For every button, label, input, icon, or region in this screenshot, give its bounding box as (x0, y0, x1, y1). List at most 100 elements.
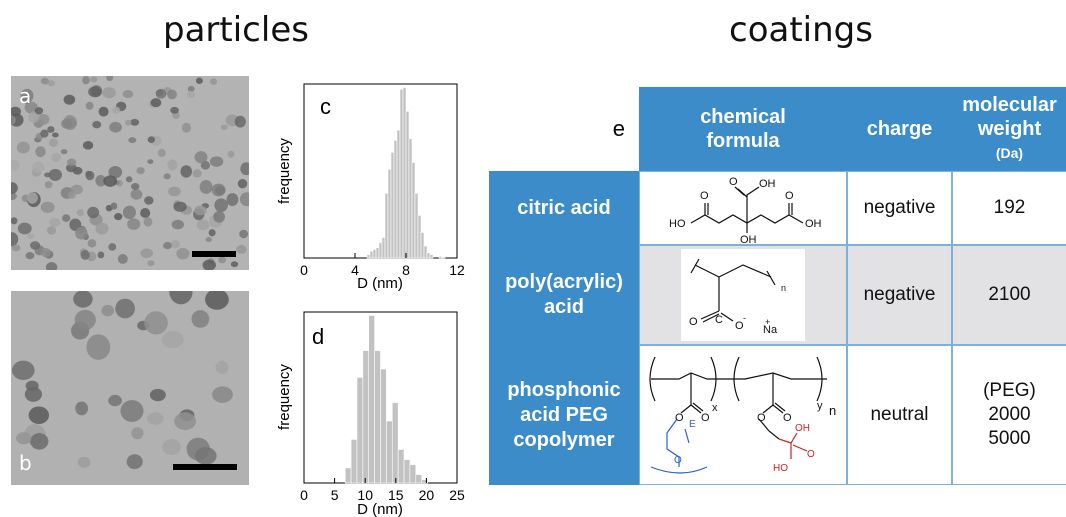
histogram-tick-label: 20 (419, 487, 435, 503)
nanoparticle (101, 305, 115, 317)
nanoparticle (199, 180, 213, 194)
nanoparticle (95, 222, 109, 235)
nanoparticle (112, 106, 121, 115)
nanoparticle (215, 360, 229, 374)
peg-label-y: y (817, 400, 823, 412)
nanoparticle (128, 137, 137, 144)
histogram-bar (374, 350, 381, 484)
nanoparticle (28, 111, 40, 124)
nanoparticle (17, 222, 32, 235)
nanoparticle (11, 115, 16, 125)
nanoparticle (239, 229, 249, 239)
nanoparticle (49, 218, 61, 227)
nanoparticle (227, 150, 235, 158)
nanoparticle (127, 218, 141, 230)
citric-label-o3: O (729, 176, 738, 188)
nanoparticle (218, 256, 226, 264)
histogram-tick-label: 10 (357, 487, 373, 503)
nanoparticle (234, 115, 246, 128)
nanoparticle (48, 138, 59, 147)
histogram-bar (396, 129, 401, 259)
nanoparticle (110, 202, 118, 210)
nanoparticle (167, 159, 178, 171)
scale-bar-b (173, 464, 237, 470)
nanoparticle (236, 244, 247, 254)
nanoparticle (20, 88, 34, 103)
nanoparticle (125, 119, 132, 126)
paa-label-plus: + (765, 317, 770, 327)
header-mw-label: molecular weight (962, 94, 1057, 140)
nanoparticle (86, 334, 111, 360)
mw-phosphonic-acid-peg: (PEG) 2000 5000 (952, 345, 1066, 485)
nanoparticle (212, 386, 233, 403)
nanoparticle (176, 247, 190, 260)
histogram-bar (441, 256, 446, 259)
nanoparticle (171, 219, 184, 230)
nanoparticle (144, 196, 154, 205)
peg-label-ho: HO (773, 463, 788, 474)
nanoparticle (226, 193, 239, 207)
nanoparticle (11, 182, 18, 194)
peg-copolymer-structure: x y n O O O O E O OH O HO (649, 356, 836, 474)
histogram-bar (380, 368, 387, 484)
coatings-heading: coatings (729, 10, 873, 50)
peg-label-e: E (689, 419, 696, 430)
citric-acid-structure: HO O O OH OH O OH (669, 176, 822, 243)
nanoparticle (122, 205, 136, 220)
nanoparticle (169, 291, 193, 305)
nanoparticle (131, 427, 144, 440)
nanoparticle (194, 151, 208, 164)
histogram-bar (344, 467, 352, 484)
histogram-bar (356, 377, 364, 484)
mw-citric-acid: 192 (952, 171, 1066, 245)
histogram-bar (366, 254, 371, 259)
histogram-bar (399, 88, 404, 259)
histogram-bar (384, 192, 389, 259)
nanoparticle (16, 432, 32, 445)
histogram-d-bars (344, 315, 428, 484)
nanoparticle (202, 259, 216, 270)
histogram-bar (438, 255, 443, 259)
nanoparticle (48, 168, 62, 181)
peg-label-n: n (829, 403, 836, 418)
histogram-d-ylabel: frequency (276, 364, 293, 430)
nanoparticle (37, 113, 50, 125)
nanoparticle (205, 237, 212, 243)
nanoparticle (44, 181, 53, 189)
mw-peg-line-3: 5000 (988, 428, 1031, 449)
nanoparticle (106, 76, 114, 82)
nanoparticle (150, 98, 162, 108)
nanoparticle (161, 330, 184, 349)
nanoparticle (40, 129, 49, 138)
micrograph-b-image (11, 291, 249, 485)
mw-peg-line-1: (PEG) (983, 380, 1036, 401)
paa-label-na: Na (763, 324, 778, 336)
nanoparticle (52, 132, 59, 138)
nanoparticle (240, 162, 249, 176)
nanoparticle (163, 173, 171, 180)
nanoparticle (168, 186, 181, 197)
nanoparticle (130, 182, 140, 190)
nanoparticle (26, 192, 38, 204)
nanoparticle (60, 149, 68, 155)
histogram-bar (421, 479, 428, 484)
nanoparticle (120, 399, 144, 422)
nanoparticle (80, 250, 90, 260)
nanoparticle (194, 447, 217, 465)
peg-label-oh1: OH (795, 423, 810, 434)
histogram-bar (403, 459, 411, 484)
nanoparticle (187, 85, 195, 92)
nanoparticle (30, 241, 41, 250)
histogram-bar (420, 232, 425, 259)
citric-label-oh3: OH (759, 178, 776, 190)
nanoparticle (155, 88, 167, 99)
paa-label-o1: O (689, 316, 698, 328)
nanoparticle (46, 226, 57, 235)
particles-heading: particles (163, 10, 309, 50)
mw-poly-acrylic-acid: 2100 (952, 245, 1066, 345)
micrograph-b: b (11, 291, 249, 485)
histogram-bar (429, 254, 434, 259)
nanoparticle (130, 118, 140, 126)
